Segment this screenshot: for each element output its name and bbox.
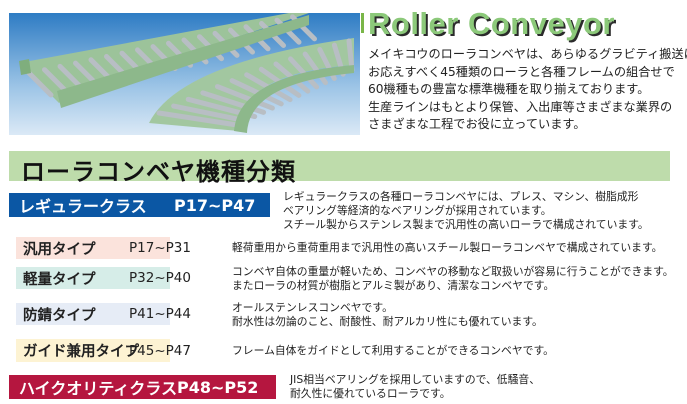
- desc-line: コンベヤ自体の重量が軽いため、コンベヤの移動など取扱いが容易に行うことができます…: [232, 265, 674, 278]
- desc-line: 軽荷重用から重荷重用まで汎用性の高いスチール製ローラコンベヤで構成されています。: [232, 241, 663, 254]
- roller: [346, 38, 355, 73]
- type-guide: ガイド兼用タイプ P45~P47: [16, 339, 191, 362]
- intro-line: お応えすべく45種類のローラと各種フレームの組合せで: [368, 64, 675, 79]
- roller: [302, 51, 328, 86]
- roller: [26, 70, 54, 98]
- class-name: ハイクオリティクラス: [19, 379, 178, 398]
- type-general: 汎用タイプ P17~P31: [16, 237, 191, 259]
- desc-line: 耐久性に優れているローラです。: [290, 387, 451, 400]
- roller: [156, 110, 240, 128]
- section-header: ローラコンベヤ機種分類: [9, 151, 670, 186]
- roller: [171, 103, 249, 124]
- class-name: レギュラークラス: [19, 197, 147, 216]
- roller: [229, 78, 284, 107]
- type-rustproof: 防錆タイプ P41~P44: [16, 303, 191, 325]
- title-accent-bar: [361, 13, 364, 33]
- regular-class-description: レギュラークラスの各種ローラコンベヤには、プレス、マシン、樹脂成形 ベアリング等…: [283, 190, 649, 232]
- high-quality-class-label: ハイクオリティクラス P48~P52: [9, 375, 276, 399]
- roller-conveyor-photo: [9, 13, 360, 135]
- desc-line: 耐水性は勿論のこと、耐酸性、耐アルカリ性にも優れています。: [232, 315, 543, 328]
- class-pages: P48~P52: [177, 377, 259, 397]
- type-description: フレーム自体をガイドとして利用することができるコンベヤです。: [232, 344, 554, 358]
- type-name: 汎用タイプ: [23, 241, 96, 258]
- desc-line: フレーム自体をガイドとして利用することができるコンベヤです。: [232, 344, 554, 357]
- desc-line: スチール製からステンレス製まで汎用性の高いローラで構成されています。: [283, 218, 649, 231]
- type-description: オールステンレスコンベヤです。 耐水性は勿論のこと、耐酸性、耐アルカリ性にも優れ…: [232, 301, 543, 329]
- desc-line: レギュラークラスの各種ローラコンベヤには、プレス、マシン、樹脂成形: [283, 190, 639, 203]
- desc-line: ベアリング等経済的なベアリングが採用されています。: [283, 204, 552, 217]
- desc-line: オールステンレスコンベヤです。: [232, 301, 393, 314]
- type-description: 軽荷重用から重荷重用まで汎用性の高いスチール製ローラコンベヤで構成されています。: [232, 241, 662, 255]
- intro-line: さまざまな工程でお役に立っています。: [368, 117, 586, 131]
- type-pages: P45~P47: [129, 342, 191, 359]
- type-description: コンベヤ自体の重量が軽いため、コンベヤの移動など取扱いが容易に行うことができます…: [232, 265, 674, 293]
- desc-line: JIS相当ベアリングを採用していますので、低騒音、: [290, 373, 540, 386]
- intro-text: メイキコウのローラコンベヤは、あらゆるグラビティ搬送に お応えすべく45種類のロ…: [368, 46, 687, 134]
- intro-line: メイキコウのローラコンベヤは、あらゆるグラビティ搬送に: [368, 47, 687, 61]
- type-lightweight: 軽量タイプ P32~P40: [16, 267, 191, 289]
- type-name: 軽量タイプ: [23, 271, 96, 288]
- high-quality-class-description: JIS相当ベアリングを採用していますので、低騒音、 耐久性に優れているローラです…: [290, 373, 540, 401]
- regular-class-label: レギュラークラス P17~P47: [9, 193, 270, 217]
- roller: [214, 84, 275, 111]
- class-pages: P17~P47: [174, 195, 256, 215]
- type-name: ガイド兼用タイプ: [23, 344, 139, 360]
- intro-line: 生産ラインはもとより保管、入出庫等さまざまな業界の: [368, 99, 673, 114]
- intro-line: 60機種もの豊富な標準機種を取り揃えております。: [368, 82, 650, 96]
- section-title: ローラコンベヤ機種分類: [21, 158, 296, 186]
- type-pages: P17~P31: [129, 240, 191, 256]
- type-pages: P32~P40: [129, 270, 191, 286]
- type-name: 防錆タイプ: [23, 307, 96, 324]
- page-title: Roller Conveyor: [368, 6, 615, 41]
- type-pages: P41~P44: [129, 306, 191, 322]
- desc-line: またローラの材質が樹脂とアルミ製があり、清潔なコンベヤです。: [232, 279, 555, 292]
- roller: [42, 67, 69, 95]
